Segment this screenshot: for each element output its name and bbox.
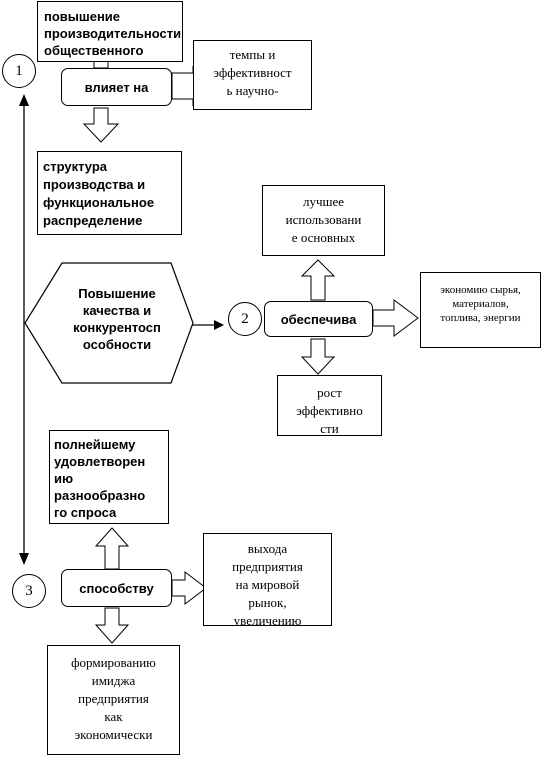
pill-promotes: способству [61, 569, 172, 607]
box-efficiency-text: рост эффективно сти [296, 385, 363, 436]
hollow-arrow-down-bottom [94, 607, 130, 644]
box-productivity: повышение производительности общественно… [37, 1, 183, 62]
pill-promotes-label: способству [79, 580, 154, 596]
box-structure-text: структура производства и функциональное … [43, 159, 155, 228]
box-economy: экономию сырья, материалов, топлива, эне… [420, 272, 541, 348]
box-economy-text: экономию сырья, материалов, топлива, эне… [440, 284, 521, 324]
pill-influences-label: влияет на [84, 79, 149, 95]
hollow-arrow-down-top [82, 107, 120, 143]
hollow-arrow-up-middle [300, 259, 336, 301]
box-satisfaction: полнейшему удовлетворен ию разнообразно … [49, 430, 169, 524]
step-circle-1-label: 1 [15, 62, 23, 79]
vertical-arrow-head-bottom [19, 553, 29, 565]
box-market-text: выхода предприятия на мировой рынок, уве… [232, 541, 303, 626]
box-structure: структура производства и функциональное … [37, 151, 182, 235]
pill-ensures: обеспечива [264, 301, 373, 337]
pill-influences: влияет на [61, 68, 172, 106]
hexagon-label: Повышение качества и конкурентосп особно… [73, 286, 161, 352]
vertical-arrow-head-top [19, 94, 29, 106]
quality-hexagon [24, 262, 194, 384]
box-efficiency: рост эффективно сти [277, 375, 382, 436]
box-tempo-text: темпы и эффективност ь научно- [213, 47, 292, 98]
hollow-arrow-up-bottom [94, 527, 130, 570]
step-circle-3: 3 [12, 574, 46, 608]
box-tempo: темпы и эффективност ь научно- [193, 40, 312, 110]
box-satisfaction-text: полнейшему удовлетворен ию разнообразно … [54, 437, 146, 520]
step-circle-2-label: 2 [241, 310, 249, 327]
box-better-use-text: лучшее использовани е основных [285, 194, 362, 245]
hollow-arrow-right-bottom [171, 570, 207, 606]
hollow-arrow-down-middle [300, 338, 336, 375]
box-image: формированию имиджа предприятия как экон… [47, 645, 180, 755]
step-circle-3-label: 3 [25, 582, 33, 599]
pill-ensures-label: обеспечива [280, 311, 357, 327]
box-productivity-text: повышение производительности общественно… [44, 9, 182, 58]
box-market: выхода предприятия на мировой рынок, уве… [203, 533, 332, 626]
step-circle-1: 1 [2, 54, 36, 88]
hollow-arrow-right-middle [372, 299, 419, 337]
box-better-use: лучшее использовани е основных [262, 185, 385, 256]
step-circle-2: 2 [228, 302, 262, 336]
box-image-text: формированию имиджа предприятия как экон… [71, 655, 156, 742]
